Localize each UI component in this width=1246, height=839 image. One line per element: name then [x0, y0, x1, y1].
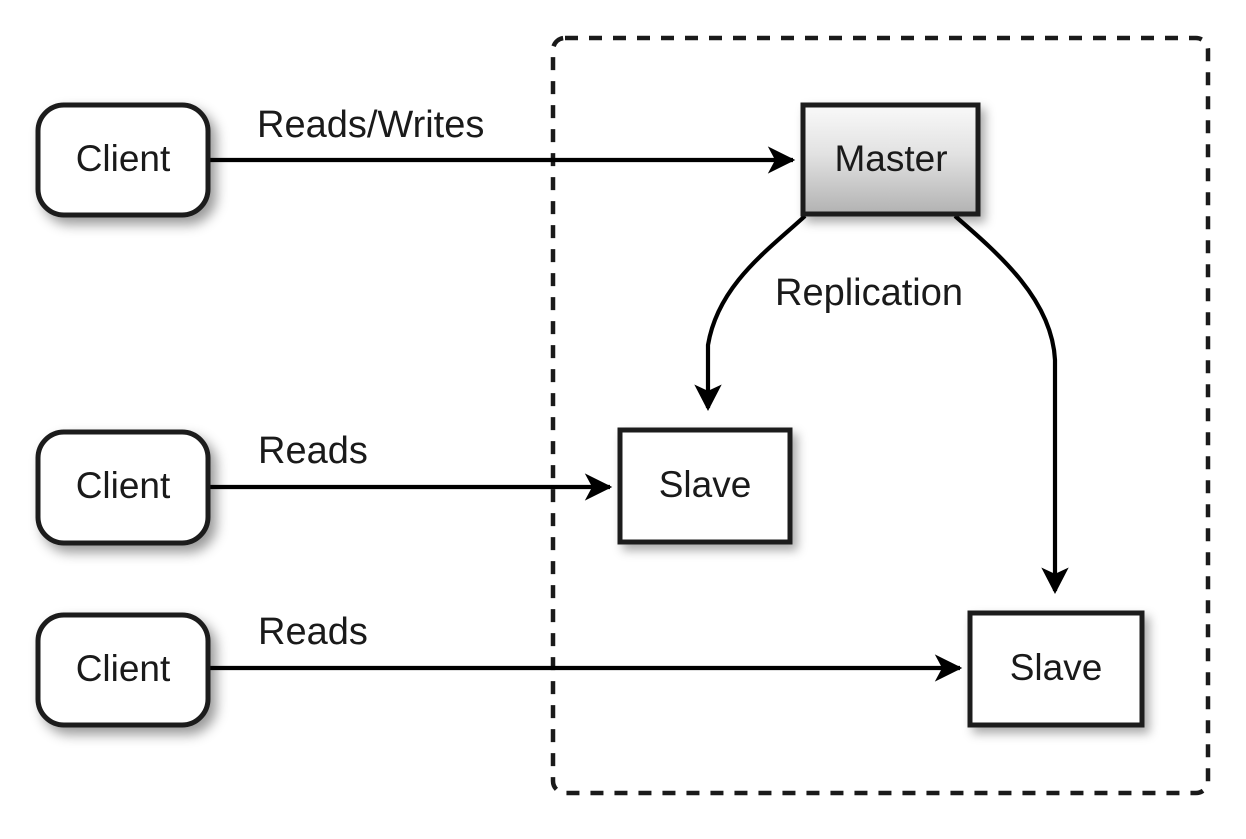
node-client-1[interactable]: Client — [35, 102, 211, 218]
replication-cluster-boundary — [550, 35, 1211, 796]
client-1-shape — [35, 102, 211, 218]
edge-label-reads-slave2: Reads — [258, 611, 368, 653]
client-1-label: Client — [76, 138, 171, 179]
edge-label-replication: Replication — [775, 272, 963, 314]
client-2-shape — [35, 429, 211, 546]
node-client-2[interactable]: Client — [35, 429, 211, 546]
client-2-label: Client — [76, 465, 171, 506]
master-label: Master — [834, 138, 947, 179]
master-shape — [800, 102, 981, 217]
node-slave-1[interactable]: Slave — [617, 427, 793, 545]
node-slave-2[interactable]: Slave — [967, 610, 1145, 728]
slave-2-shape — [967, 610, 1145, 728]
client-3-shape — [35, 612, 211, 728]
slave-2-label: Slave — [1010, 647, 1103, 688]
edge-label-reads-writes: Reads/Writes — [257, 104, 484, 146]
slave-1-label: Slave — [659, 464, 752, 505]
slave-1-shape — [617, 427, 793, 545]
client-3-label: Client — [76, 648, 171, 689]
edge-master-slave2 — [953, 214, 1069, 594]
node-client-3[interactable]: Client — [35, 612, 211, 728]
node-master[interactable]: Master — [800, 102, 981, 217]
edge-master-slave1 — [694, 214, 807, 411]
edge-label-reads-slave1: Reads — [258, 430, 368, 472]
